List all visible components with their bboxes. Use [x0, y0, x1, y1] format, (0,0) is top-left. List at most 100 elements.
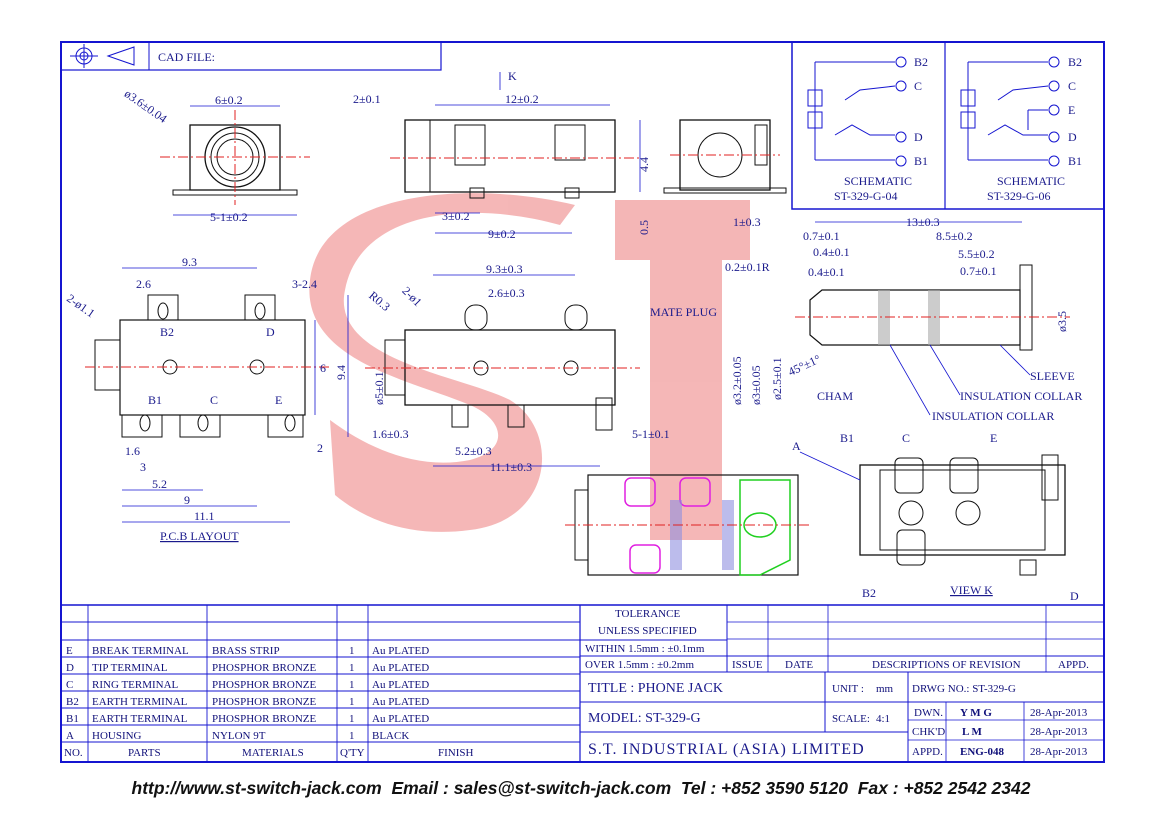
- title-block-appd-label: APPD.: [912, 746, 943, 758]
- bom-row5-finish: BLACK: [372, 730, 409, 742]
- bom-header-materials: MATERIALS: [242, 747, 304, 759]
- sch2-pin-d: D: [1068, 130, 1077, 144]
- title-block-chk-date: 28-Apr-2013: [1030, 726, 1088, 738]
- bom-row3-material: PHOSPHOR BRONZE: [212, 696, 316, 708]
- bom-header-finish: FINISH: [438, 747, 474, 759]
- front-view: 6±0.2 ø3.6±0.04 5-1±0.2: [122, 86, 310, 224]
- cross-section: [565, 474, 810, 576]
- title-block-dwn-date: 28-Apr-2013: [1030, 707, 1088, 719]
- sheet-border: [60, 41, 1105, 763]
- title-block-unit: mm: [876, 683, 894, 695]
- bom-row3-qty: 1: [349, 696, 355, 708]
- front-width-dim: 6±0.2: [215, 93, 243, 107]
- pcb-label-b2: B2: [160, 325, 174, 339]
- bom-row1-finish: Au PLATED: [372, 662, 429, 674]
- title-block-scale-label: SCALE:: [832, 713, 870, 725]
- view-arrow-k: K: [508, 69, 517, 83]
- sch2-title: SCHEMATIC: [997, 174, 1065, 188]
- tolerance-line2: OVER 1.5mm : ±0.2mm: [585, 659, 694, 671]
- title-block-unit-label: UNIT :: [832, 683, 864, 695]
- title-block-appd: ENG-048: [960, 746, 1005, 758]
- middle-view: 9.3±0.3 2.6±0.3 R0.3 2-ø1 ø5±0.1 1.6±0.3…: [365, 262, 670, 474]
- schematic-panel: B2 C D B1 SCHEMATIC ST-329-G-04 B2 C E D…: [791, 41, 1105, 210]
- side-pin2-dim: 9±0.2: [488, 227, 516, 241]
- plug-callout-insulation-1: INSULATION COLLAR: [960, 389, 1082, 403]
- plug-dim-0-4a: 0.4±0.1: [813, 245, 850, 259]
- pcb-layout: 9.3 2.6 3-2.4 2-ø1.1 B2 D B1 C E 6 9.4 2…: [64, 255, 349, 543]
- bom-row0-part: BREAK TERMINAL: [92, 645, 189, 657]
- plug-dim-0-7b: 0.7±0.1: [960, 264, 997, 278]
- pcb-dim-1-6: 1.6: [125, 444, 140, 458]
- sch2-pin-b2: B2: [1068, 55, 1082, 69]
- title-block-title: TITLE : PHONE JACK: [588, 681, 723, 696]
- pcb-dim-6: 6: [320, 361, 326, 375]
- sch1-pin-b2: B2: [914, 55, 928, 69]
- title-block-model: MODEL: ST-329-G: [588, 711, 701, 726]
- bom-row1-part: TIP TERMINAL: [92, 662, 168, 674]
- title-block-chk: L M: [962, 726, 982, 738]
- title-block-appd-date: 28-Apr-2013: [1030, 746, 1088, 758]
- pcb-dim-3-2-4: 3-2.4: [292, 277, 317, 291]
- mid-dim-11-1: 11.1±0.3: [490, 460, 532, 474]
- bom-row4-material: PHOSPHOR BRONZE: [212, 713, 316, 725]
- bom-row2-material: PHOSPHOR BRONZE: [212, 679, 316, 691]
- header-cad-box: CAD FILE:: [60, 41, 442, 71]
- viewk-label-a: A: [792, 439, 801, 453]
- side-top-dim: 2±0.1: [353, 92, 381, 106]
- pcb-label-c: C: [210, 393, 218, 407]
- bom-row2-no: C: [66, 679, 73, 691]
- mid-dim-2-6: 2.6±0.3: [488, 286, 525, 300]
- contact-footer: http://www.st-switch-jack.com Email : sa…: [131, 778, 1031, 798]
- title-block: TITLE : PHONE JACK UNIT : mm DRWG NO.: S…: [580, 672, 1104, 762]
- pcb-dim-2: 2: [317, 441, 323, 455]
- bom-row1-qty: 1: [349, 662, 355, 674]
- pcb-dim-9: 9: [184, 493, 190, 507]
- mid-dim-d5: ø5±0.1: [372, 371, 386, 405]
- bom-row3-no: B2: [66, 696, 79, 708]
- sch2-model: ST-329-G-06: [987, 189, 1051, 203]
- title-block-drwg: DRWG NO.: ST-329-G: [912, 683, 1016, 695]
- title-block-company: S.T. INDUSTRIAL (ASIA) LIMITED: [588, 741, 865, 758]
- revision-appd: APPD.: [1058, 659, 1089, 671]
- mid-dim-holes: 2-ø1: [399, 284, 424, 309]
- revision-date: DATE: [785, 659, 813, 671]
- pcb-dim-5-2: 5.2: [152, 477, 167, 491]
- pcb-dim-2-6: 2.6: [136, 277, 151, 291]
- rear-view: [663, 119, 787, 194]
- mid-dim-9-3: 9.3±0.3: [486, 262, 523, 276]
- tolerance-title: TOLERANCE: [615, 608, 680, 620]
- plug-dim-13: 13±0.3: [906, 215, 940, 229]
- bom-row4-finish: Au PLATED: [372, 713, 429, 725]
- viewk-label-b1: B1: [840, 431, 854, 445]
- bom-row4-part: EARTH TERMINAL: [92, 713, 188, 725]
- bom-row0-no: E: [66, 645, 73, 657]
- bom-row1-no: D: [66, 662, 74, 674]
- view-k-title: VIEW K: [950, 583, 993, 597]
- tolerance-revision: TOLERANCE UNLESS SPECIFIED WITHIN 1.5mm …: [580, 605, 1104, 673]
- pcb-dim-holes: 2-ø1.1: [64, 291, 97, 320]
- pcb-layout-title: P.C.B LAYOUT: [160, 529, 239, 543]
- tolerance-subtitle: UNLESS SPECIFIED: [598, 625, 697, 637]
- pcb-label-b1: B1: [148, 393, 162, 407]
- plug-callout-insulation-2: INSULATION COLLAR: [932, 409, 1054, 423]
- bom-row0-material: BRASS STRIP: [212, 645, 280, 657]
- mid-dim-5-2: 5.2±0.3: [455, 444, 492, 458]
- viewk-label-d: D: [1070, 589, 1079, 603]
- bom-row1-material: PHOSPHOR BRONZE: [212, 662, 316, 674]
- bom-row5-qty: 1: [349, 730, 355, 742]
- pcb-dim-11-1: 11.1: [194, 509, 215, 523]
- bom-row0-finish: Au PLATED: [372, 645, 429, 657]
- plug-dim-d3: ø3±0.05: [749, 365, 763, 405]
- plug-dim-d2-5: ø2.5±0.1: [770, 357, 784, 400]
- front-hole-dim: ø3.6±0.04: [122, 86, 170, 125]
- side-height-dim: 4.4: [637, 157, 651, 172]
- bom-row3-part: EARTH TERMINAL: [92, 696, 188, 708]
- title-block-scale: 4:1: [876, 713, 890, 725]
- front-foot-dim: 5-1±0.2: [210, 210, 248, 224]
- pcb-dim-9-3: 9.3: [182, 255, 197, 269]
- bom-table: E BREAK TERMINAL BRASS STRIP 1 Au PLATED…: [61, 604, 1104, 762]
- viewk-label-c: C: [902, 431, 910, 445]
- sch2-pin-e: E: [1068, 103, 1075, 117]
- plug-dim-5-5: 5.5±0.2: [958, 247, 995, 261]
- bom-row5-material: NYLON 9T: [212, 730, 266, 742]
